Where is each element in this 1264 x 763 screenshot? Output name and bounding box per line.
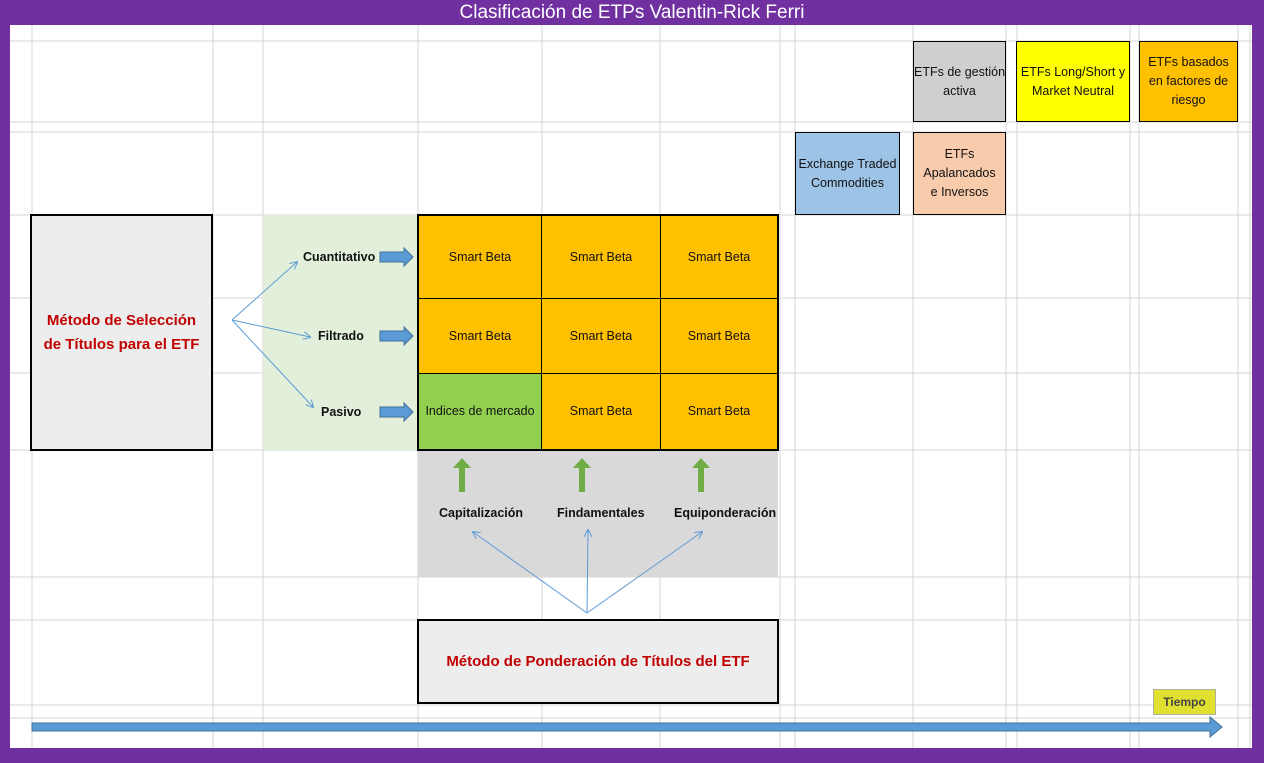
label-capitalizacion: Capitalización (439, 506, 524, 520)
box-factores-riesgo: ETFs basados en factores de riesgo (1139, 41, 1238, 122)
label-filtrado: Filtrado (318, 329, 364, 343)
spreadsheet: ETFs de gestión activa ETFs Long/Short y… (10, 25, 1252, 748)
matrix-cell-market: Indices de mercado (419, 374, 542, 449)
box-etc: Exchange Traded Commodities (795, 132, 900, 215)
box-long-short: ETFs Long/Short y Market Neutral (1016, 41, 1130, 122)
selection-method-box: Método de Selección de Títulos para el E… (30, 214, 213, 451)
matrix-cell: Smart Beta (542, 299, 661, 374)
gridlines (10, 25, 1252, 748)
page-title: Clasificación de ETPs Valentin-Rick Ferr… (459, 2, 805, 23)
label-equiponderacion: Equiponderación (674, 506, 777, 520)
strategy-matrix: Smart Beta Smart Beta Smart Beta Smart B… (417, 214, 779, 451)
label-pasivo: Pasivo (321, 405, 362, 419)
matrix-cell: Smart Beta (542, 374, 661, 449)
box-apalancados: ETFs Apalancados e Inversos (913, 132, 1006, 215)
matrix-cell: Smart Beta (419, 299, 542, 374)
weighting-method-box: Método de Ponderación de Títulos del ETF (417, 619, 779, 704)
matrix-cell: Smart Beta (661, 299, 777, 374)
box-gestion-activa: ETFs de gestión activa (913, 41, 1006, 122)
label-fundamentales: Findamentales (557, 506, 645, 520)
matrix-cell: Smart Beta (661, 216, 777, 299)
time-label: Tiempo (1153, 689, 1216, 715)
matrix-cell: Smart Beta (419, 216, 542, 299)
label-cuantitativo: Cuantitativo (303, 250, 376, 264)
matrix-cell: Smart Beta (661, 374, 777, 449)
matrix-cell: Smart Beta (542, 216, 661, 299)
